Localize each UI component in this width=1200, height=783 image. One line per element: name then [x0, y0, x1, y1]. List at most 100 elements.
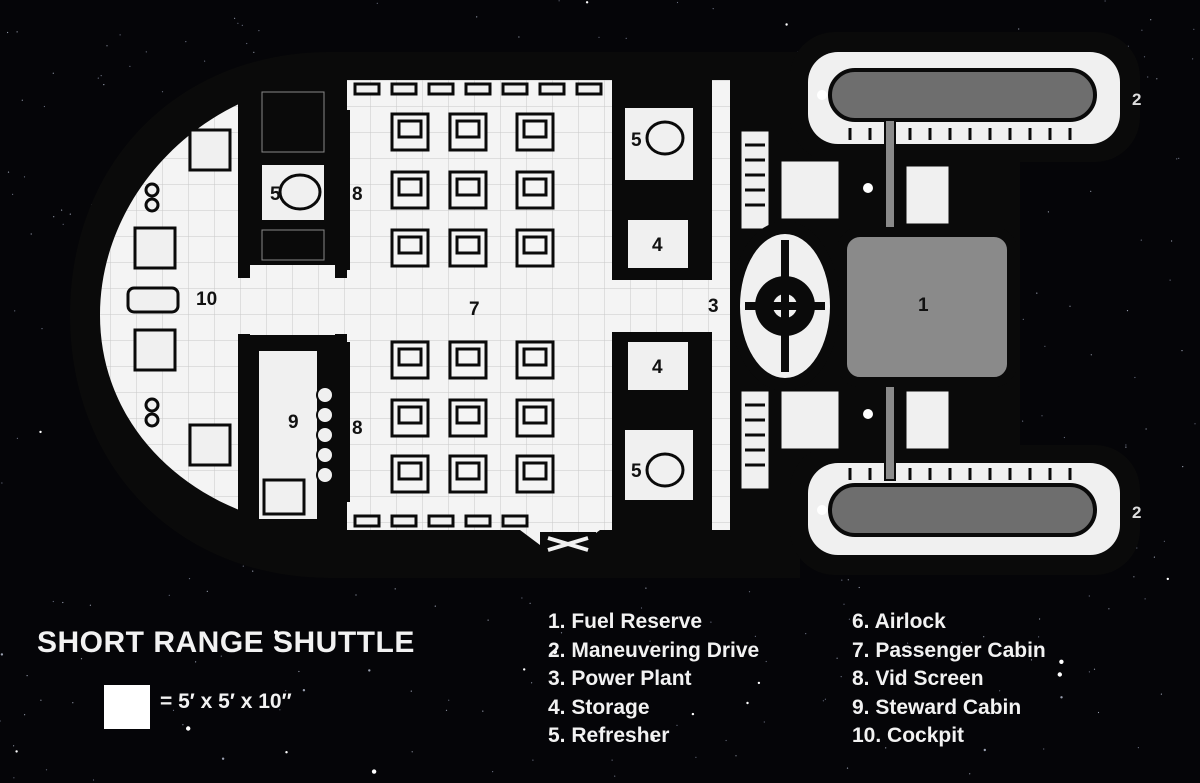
star [41, 328, 43, 330]
star [476, 16, 478, 18]
star [15, 750, 18, 753]
star [1171, 240, 1173, 242]
star [355, 594, 357, 596]
legend-right: 6. Airlock 7. Passenger Cabin 8. Vid Scr… [852, 608, 1046, 751]
star [598, 36, 600, 38]
star [119, 34, 121, 36]
star [1108, 608, 1110, 610]
star [961, 641, 963, 644]
star [1125, 446, 1127, 448]
star [161, 91, 164, 93]
star [23, 176, 26, 178]
refresher-left [261, 91, 325, 261]
star [611, 759, 613, 761]
scale-square [104, 685, 150, 729]
star [371, 769, 377, 774]
star [298, 670, 300, 673]
star [1047, 211, 1049, 213]
star [1036, 292, 1038, 294]
passenger-seat-cushion [397, 347, 423, 367]
star [1069, 305, 1071, 307]
star [656, 672, 659, 676]
room-label-refresher-right-top: 5 [631, 130, 642, 151]
star [492, 771, 494, 773]
star [649, 640, 651, 642]
legend-item: 10. Cockpit [852, 724, 965, 747]
star [204, 60, 206, 62]
star [1060, 696, 1063, 699]
star [12, 193, 14, 195]
star [1090, 354, 1092, 356]
star [52, 600, 54, 603]
star [712, 8, 714, 10]
star [645, 587, 647, 589]
passenger-seat [390, 170, 430, 210]
star [518, 36, 520, 38]
star [725, 739, 727, 742]
star [368, 669, 371, 672]
passenger-seat-cushion [397, 235, 423, 255]
star [785, 23, 788, 26]
star [1150, 19, 1152, 21]
passenger-seat-cushion [397, 177, 423, 197]
star [765, 660, 767, 663]
star [69, 213, 71, 215]
star [185, 41, 187, 43]
passenger-seat [390, 398, 430, 438]
star [1063, 436, 1065, 439]
star [1059, 659, 1064, 664]
wall-fixtures [353, 82, 603, 528]
star [840, 676, 842, 678]
star [846, 767, 849, 769]
star [61, 209, 63, 211]
star [172, 709, 175, 712]
star [279, 709, 281, 711]
star [1169, 279, 1171, 281]
star [103, 84, 105, 86]
star [1194, 423, 1196, 425]
plan-title: SHORT RANGE SHUTTLE [37, 626, 415, 659]
star [1088, 595, 1090, 597]
star [26, 675, 28, 677]
star [13, 777, 15, 779]
star [1140, 239, 1142, 241]
star [735, 755, 737, 757]
star [62, 601, 64, 604]
star [600, 643, 602, 646]
star [1181, 350, 1183, 352]
star [487, 619, 489, 621]
star [883, 650, 885, 652]
star [907, 642, 909, 644]
storage-rooms [628, 220, 688, 390]
star [106, 45, 108, 47]
star [1144, 598, 1146, 600]
star [145, 51, 147, 53]
star [1182, 466, 1184, 468]
star [434, 605, 436, 607]
star [188, 578, 191, 580]
star [253, 51, 255, 53]
engine-machinery [738, 128, 952, 492]
star [1022, 318, 1024, 320]
star [1156, 78, 1158, 80]
room-label-vid-top: 8 [352, 184, 363, 205]
passenger-seat [515, 454, 555, 494]
star [16, 437, 18, 439]
star [529, 602, 531, 604]
star [1141, 29, 1143, 31]
passenger-seat-cushion [522, 461, 548, 481]
passenger-seat [515, 398, 555, 438]
star [445, 709, 448, 711]
star [1136, 547, 1138, 549]
star [805, 633, 807, 635]
star [168, 594, 170, 596]
passenger-seat-cushion [397, 461, 423, 481]
legend-item: 4. Storage [548, 695, 650, 719]
passenger-seat [448, 228, 488, 268]
star [691, 712, 695, 716]
star [1178, 157, 1180, 159]
thruster-sparks [817, 90, 873, 515]
star [1147, 76, 1149, 78]
airlock-door [540, 532, 596, 556]
